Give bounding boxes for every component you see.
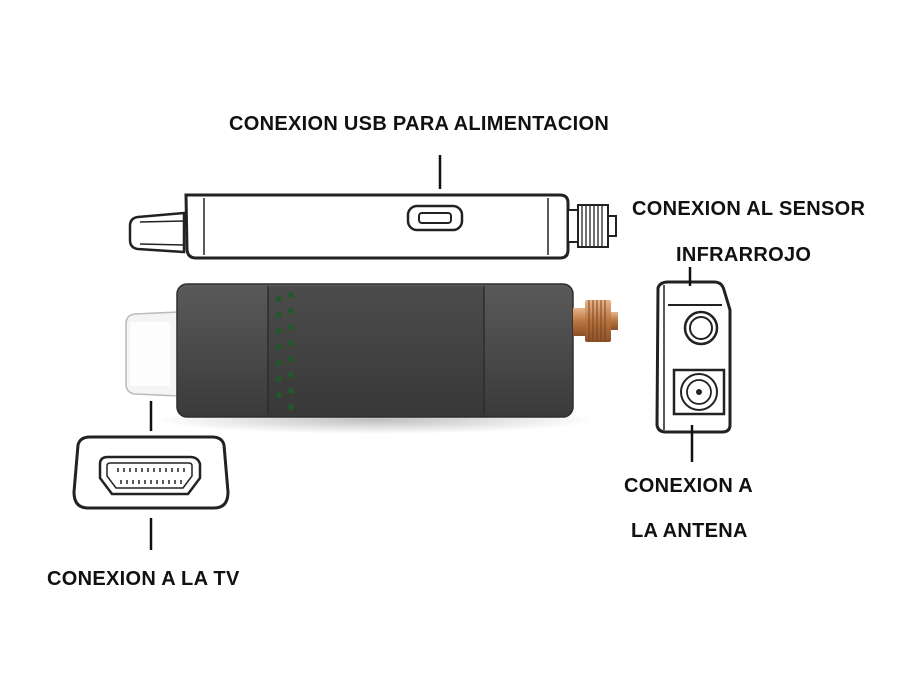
- usb-power-label: CONEXION USB PARA ALIMENTACION: [229, 113, 610, 135]
- tv-label: CONEXION A LA TV: [47, 568, 240, 590]
- antenna-connector-icon: [672, 368, 726, 416]
- right-end-view: [655, 280, 732, 434]
- dongle-top-view: [125, 283, 618, 434]
- dongle-side-body: [184, 193, 570, 260]
- hdmi-end-view: [72, 435, 230, 510]
- usb-plug-outline: [128, 211, 186, 254]
- ir-sensor-jack-icon: [683, 310, 719, 346]
- antenna-label-line2: LA ANTENA: [631, 520, 748, 542]
- ir-sensor-label-line2: INFRARROJO: [676, 244, 812, 266]
- sma-connector: [573, 300, 618, 342]
- antenna-label-line1: CONEXION A: [624, 475, 753, 497]
- ventilation-dots: [276, 292, 294, 410]
- dongle-side-view: [128, 193, 617, 260]
- micro-usb-port-icon: [406, 204, 464, 232]
- sma-connector-outline: [567, 204, 617, 248]
- ir-sensor-label-line1: CONEXION AL SENSOR: [632, 198, 866, 220]
